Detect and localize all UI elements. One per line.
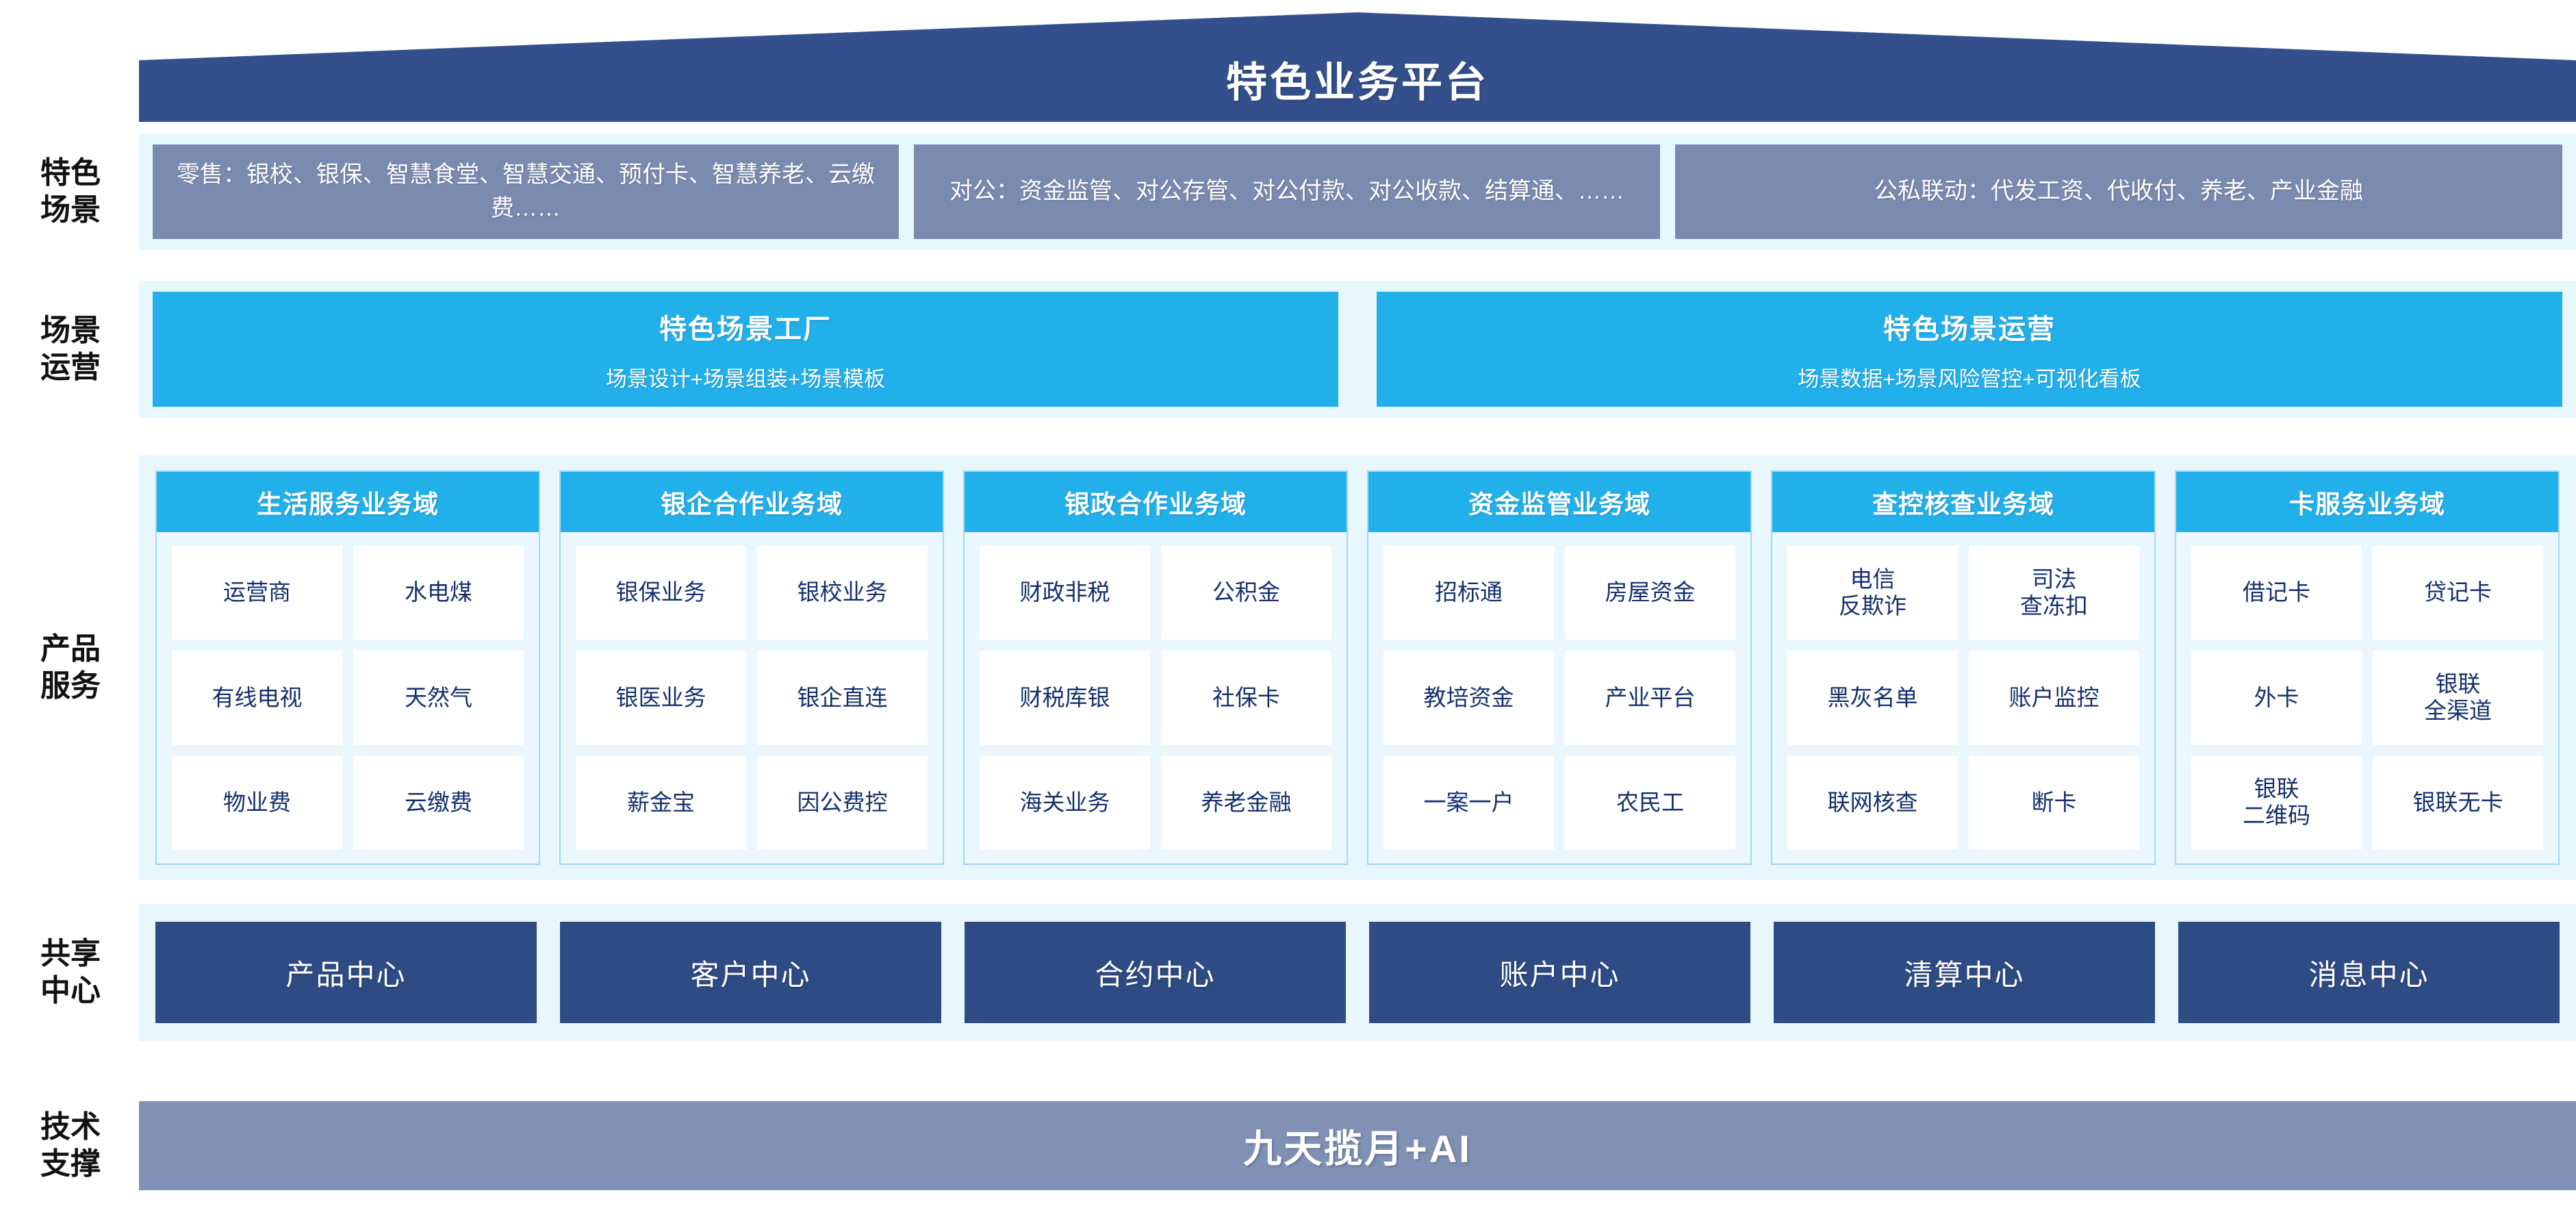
scene-factory-subtitle: 场景设计+场景组装+场景模板 (605, 366, 886, 391)
business-domain-items: 运营商水电煤有线电视天然气物业费云缴费 (157, 532, 539, 864)
business-domain-items: 招标通房屋资金教培资金产业平台一案一户农民工 (1368, 532, 1750, 864)
business-domain-item[interactable]: 银联 全渠道 (2373, 651, 2543, 745)
business-domain-card[interactable]: 银政合作业务域财政非税公积金财税库银社保卡海关业务养老金融 (963, 470, 1348, 865)
business-domain-item[interactable]: 外卡 (2191, 651, 2362, 745)
roof-shape (139, 12, 2576, 122)
business-domain-item[interactable]: 教培资金 (1383, 651, 1554, 745)
business-domain-item[interactable]: 银医业务 (576, 651, 746, 745)
shared-centers-row: 产品中心客户中心合约中心账户中心清算中心消息中心 (139, 904, 2576, 1041)
business-domain-title: 银企合作业务域 (561, 472, 943, 532)
platform-title: 特色业务平台 (1226, 59, 1489, 105)
shared-center-box[interactable]: 消息中心 (2178, 922, 2560, 1023)
business-domain-item[interactable]: 联网核查 (1787, 755, 1958, 850)
business-domain-item[interactable]: 招标通 (1383, 546, 1554, 640)
row-label-shared-centers: 共享 中心 (12, 904, 129, 1041)
business-domain-title: 资金监管业务域 (1368, 472, 1750, 532)
business-domain-item[interactable]: 银企直连 (757, 651, 928, 745)
shared-centers-band: 产品中心客户中心合约中心账户中心清算中心消息中心 (139, 904, 2576, 1041)
row-label-scenarios: 特色 场景 (12, 134, 129, 250)
business-domain-title: 卡服务业务域 (2176, 472, 2558, 532)
business-domain-item[interactable]: 银保业务 (576, 546, 746, 640)
products-band: 生活服务业务域运营商水电煤有线电视天然气物业费云缴费银企合作业务域银保业务银校业… (139, 455, 2576, 880)
row-label-products: 产品 服务 (12, 455, 129, 880)
row-label-tech-line2: 支撑 (40, 1146, 101, 1181)
business-domain-item[interactable]: 财税库银 (980, 651, 1150, 745)
business-domain-items: 财政非税公积金财税库银社保卡海关业务养老金融 (965, 532, 1347, 864)
business-domain-item[interactable]: 银校业务 (757, 546, 928, 640)
business-domain-item[interactable]: 贷记卡 (2373, 546, 2543, 640)
row-label-products-line2: 服务 (40, 669, 101, 703)
business-domain-item[interactable]: 养老金融 (1161, 755, 1331, 850)
business-domain-item[interactable]: 海关业务 (980, 755, 1150, 850)
platform-roof: 特色业务平台 (139, 12, 2576, 122)
business-domain-item[interactable]: 房屋资金 (1565, 546, 1735, 640)
business-domain-item[interactable]: 社保卡 (1161, 651, 1331, 745)
scene-factory-title: 特色场景工厂 (659, 314, 832, 344)
shared-center-box[interactable]: 客户中心 (560, 922, 941, 1023)
business-domain-card[interactable]: 查控核查业务域电信 反欺诈司法 查冻扣黑灰名单账户监控联网核查断卡 (1771, 470, 2156, 865)
row-label-operations: 场景 运营 (12, 281, 129, 418)
row-label-shared-line2: 中心 (40, 974, 101, 1007)
scenario-box-corporate[interactable]: 对公：资金监管、对公存管、对公付款、对公收款、结算通、…… (914, 144, 1660, 239)
shared-center-box[interactable]: 产品中心 (155, 922, 537, 1023)
shared-center-box[interactable]: 账户中心 (1369, 922, 1750, 1023)
business-domain-card[interactable]: 资金监管业务域招标通房屋资金教培资金产业平台一案一户农民工 (1367, 470, 1752, 865)
business-domain-title: 银政合作业务域 (965, 472, 1347, 532)
operations-band: 特色场景工厂 场景设计+场景组装+场景模板 特色场景运营 场景数据+场景风险管控… (139, 281, 2576, 418)
row-label-products-line1: 产品 (40, 632, 101, 666)
business-domain-row: 生活服务业务域运营商水电煤有线电视天然气物业费云缴费银企合作业务域银保业务银校业… (139, 455, 2576, 880)
business-domain-item[interactable]: 运营商 (172, 546, 342, 640)
scene-operation-subtitle: 场景数据+场景风险管控+可视化看板 (1798, 366, 2141, 391)
business-domain-item[interactable]: 因公费控 (757, 755, 928, 850)
row-label-scenarios-line2: 场景 (40, 193, 101, 227)
row-label-operations-line1: 场景 (40, 314, 101, 348)
business-domain-item[interactable]: 物业费 (172, 755, 342, 850)
business-domain-item[interactable]: 司法 查冻扣 (1969, 546, 2139, 640)
business-domain-item[interactable]: 断卡 (1969, 755, 2139, 850)
business-domain-title: 查控核查业务域 (1772, 472, 2154, 532)
scenarios-band: 零售：银校、银保、智慧食堂、智慧交通、预付卡、智慧养老、云缴费…… 对公：资金监… (139, 134, 2576, 250)
row-label-tech-line1: 技术 (40, 1109, 101, 1144)
business-domain-item[interactable]: 黑灰名单 (1787, 651, 1958, 745)
business-domain-item[interactable]: 银联无卡 (2373, 755, 2543, 850)
business-domain-item[interactable]: 产业平台 (1565, 651, 1735, 745)
business-domain-item[interactable]: 天然气 (353, 651, 524, 745)
scenario-box-public-private[interactable]: 公私联动：代发工资、代收付、养老、产业金融 (1675, 144, 2562, 239)
operations-box-scene-factory[interactable]: 特色场景工厂 场景设计+场景组装+场景模板 (153, 292, 1338, 407)
business-domain-item[interactable]: 银联 二维码 (2191, 755, 2362, 850)
row-label-operations-line2: 运营 (40, 351, 101, 384)
business-domain-title: 生活服务业务域 (157, 472, 539, 532)
business-domain-card[interactable]: 银企合作业务域银保业务银校业务银医业务银企直连薪金宝因公费控 (559, 470, 944, 865)
business-domain-card[interactable]: 卡服务业务域借记卡贷记卡外卡银联 全渠道银联 二维码银联无卡 (2175, 470, 2560, 865)
business-domain-item[interactable]: 薪金宝 (576, 755, 746, 850)
business-domain-item[interactable]: 水电煤 (353, 546, 524, 640)
business-domain-item[interactable]: 借记卡 (2191, 546, 2362, 640)
row-label-tech-support: 技术 支撑 (12, 1089, 129, 1202)
operations-box-scene-operation[interactable]: 特色场景运营 场景数据+场景风险管控+可视化看板 (1377, 292, 2562, 407)
business-domain-item[interactable]: 有线电视 (172, 651, 342, 745)
business-domain-item[interactable]: 一案一户 (1383, 755, 1554, 850)
business-domain-item[interactable]: 电信 反欺诈 (1787, 546, 1958, 640)
shared-center-box[interactable]: 清算中心 (1774, 922, 2155, 1023)
scene-operation-title: 特色场景运营 (1883, 314, 2056, 344)
business-domain-item[interactable]: 农民工 (1565, 755, 1735, 850)
business-domain-items: 银保业务银校业务银医业务银企直连薪金宝因公费控 (561, 532, 943, 864)
tech-support-bar[interactable]: 九天揽月+AI (139, 1101, 2576, 1190)
business-domain-card[interactable]: 生活服务业务域运营商水电煤有线电视天然气物业费云缴费 (155, 470, 540, 865)
row-label-shared-line1: 共享 (40, 937, 101, 971)
business-domain-item[interactable]: 公积金 (1161, 546, 1331, 640)
scenario-box-retail[interactable]: 零售：银校、银保、智慧食堂、智慧交通、预付卡、智慧养老、云缴费…… (153, 144, 899, 239)
business-domain-item[interactable]: 账户监控 (1969, 651, 2139, 745)
business-domain-items: 借记卡贷记卡外卡银联 全渠道银联 二维码银联无卡 (2176, 532, 2558, 864)
row-label-scenarios-line1: 特色 (40, 156, 101, 190)
business-domain-item[interactable]: 云缴费 (353, 755, 524, 850)
business-domain-item[interactable]: 财政非税 (980, 546, 1150, 640)
business-domain-items: 电信 反欺诈司法 查冻扣黑灰名单账户监控联网核查断卡 (1772, 532, 2154, 864)
shared-center-box[interactable]: 合约中心 (965, 922, 1346, 1023)
